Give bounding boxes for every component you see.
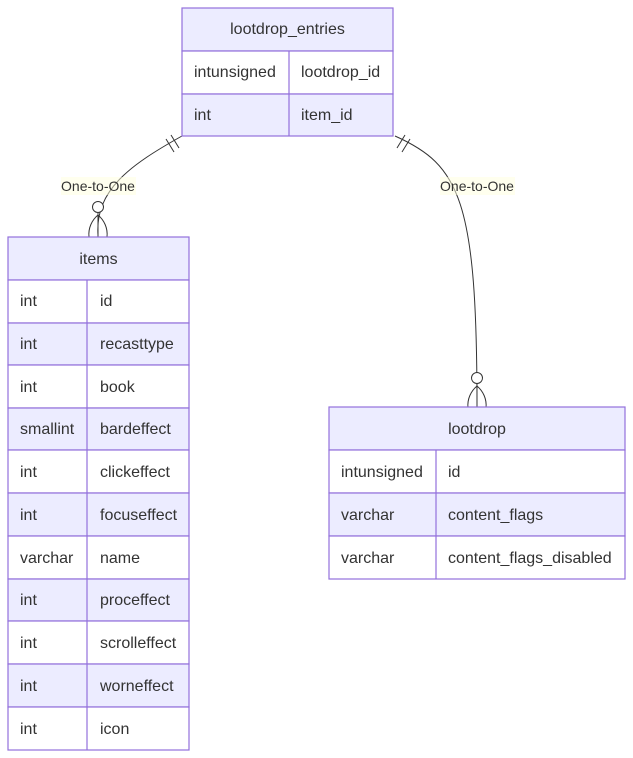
attribute-name: clickeffect <box>100 464 171 481</box>
entity-title: lootdrop_entries <box>230 21 345 38</box>
attribute-type: varchar <box>20 550 74 567</box>
attribute-name: lootdrop_id <box>301 64 380 81</box>
attribute-type: smallint <box>20 421 75 438</box>
attribute-type: varchar <box>341 507 395 524</box>
attribute-type: int <box>20 379 37 396</box>
attribute-type: int <box>20 678 37 695</box>
attribute-name: worneffect <box>99 678 174 695</box>
cardinality-many-marker-lootdrop <box>467 372 487 409</box>
attribute-type: int <box>20 507 37 524</box>
entity-items: items int id int recasttype int book sma… <box>7 236 190 751</box>
attribute-type: int <box>20 336 37 353</box>
relationship-label-items: One-to-One <box>61 177 136 195</box>
attribute-row: varchar name <box>7 535 190 580</box>
attribute-type: int <box>20 592 37 609</box>
attribute-row: int focuseffect <box>7 492 190 537</box>
entity-title: lootdrop <box>448 421 506 438</box>
entity-header <box>7 236 190 281</box>
cardinality-many-marker-items <box>88 201 108 238</box>
entity-title: items <box>79 251 117 268</box>
svg-text:One-to-One: One-to-One <box>61 178 135 194</box>
svg-text:One-to-One: One-to-One <box>440 178 514 194</box>
attribute-name: proceffect <box>100 592 171 609</box>
attribute-name: content_flags_disabled <box>448 550 612 567</box>
attribute-name: content_flags <box>448 507 543 524</box>
attribute-row: int scrolleffect <box>7 620 190 665</box>
attribute-row <box>181 93 394 137</box>
attribute-row: int book <box>7 364 190 409</box>
relationship-line-lootdrop <box>394 135 478 408</box>
relationship-label-lootdrop: One-to-One <box>440 177 515 195</box>
entity-header <box>328 406 626 451</box>
relationships: One-to-One One-to-One <box>61 134 515 409</box>
attribute-row: varchar content_flags <box>328 492 626 537</box>
attribute-name: scrolleffect <box>100 635 177 652</box>
attribute-type: int <box>194 107 211 124</box>
attribute-row <box>181 50 394 95</box>
attribute-name: id <box>100 293 112 310</box>
attribute-row: int worneffect <box>7 663 190 708</box>
attribute-name: item_id <box>301 107 353 124</box>
cardinality-one-marker-lootdrop <box>396 134 411 153</box>
attribute-type: int <box>20 721 37 738</box>
attribute-row: int clickeffect <box>7 449 190 494</box>
attribute-name: bardeffect <box>100 421 171 438</box>
attribute-type: int <box>20 464 37 481</box>
attribute-type: varchar <box>341 550 395 567</box>
attribute-name: icon <box>100 721 129 738</box>
attribute-type: int <box>20 635 37 652</box>
attribute-row: intunsigned id <box>328 449 626 494</box>
attribute-type: intunsigned <box>341 464 423 481</box>
attribute-row: int id <box>7 279 190 324</box>
attribute-name: book <box>100 379 136 396</box>
attribute-row: int proceffect <box>7 578 190 622</box>
attribute-row: int recasttype <box>7 322 190 366</box>
attribute-row: varchar content_flags_disabled <box>328 535 626 580</box>
entity-lootdrop: lootdrop intunsigned id varchar content_… <box>328 406 626 580</box>
entity-lootdrop-entries: lootdrop_entries intunsigned lootdrop_id… <box>181 7 394 137</box>
attribute-type: intunsigned <box>194 64 276 81</box>
attribute-name: id <box>448 464 460 481</box>
attribute-name: focuseffect <box>100 507 178 524</box>
attribute-row: smallint bardeffect <box>7 407 190 451</box>
attribute-name: recasttype <box>100 336 174 353</box>
attribute-type: int <box>20 293 37 310</box>
cardinality-one-marker-items <box>165 134 180 153</box>
attribute-name: name <box>100 550 140 567</box>
attribute-row: int icon <box>7 706 190 751</box>
